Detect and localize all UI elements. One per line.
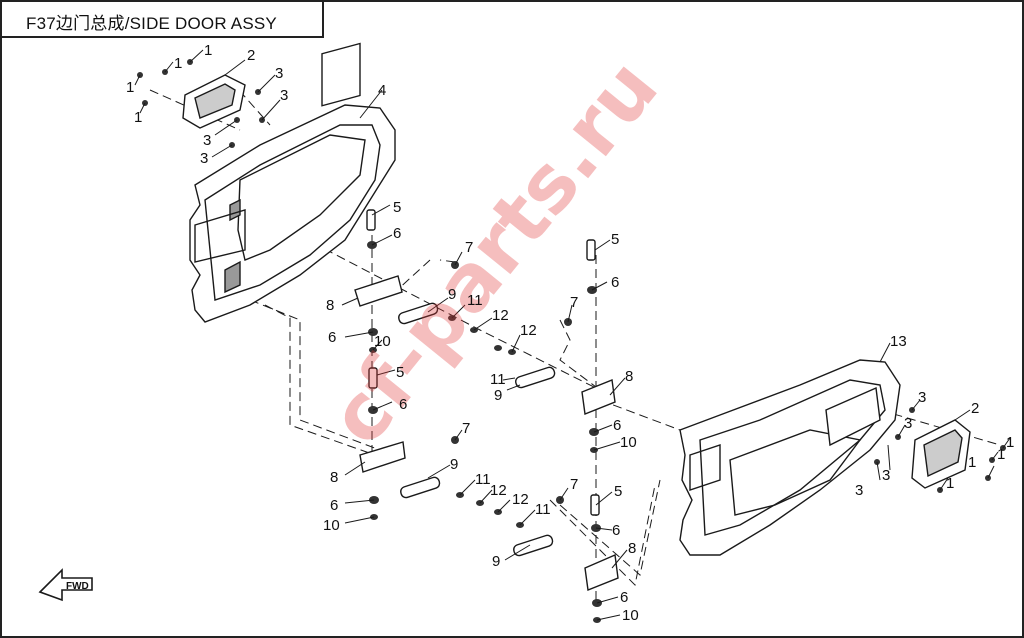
hinge-links: [398, 302, 556, 557]
left-door-handle-opening: [321, 42, 361, 107]
callout-1: 1: [1006, 434, 1014, 451]
callout-8: 8: [326, 297, 334, 314]
callout-6: 6: [613, 417, 621, 434]
callout-9: 9: [494, 387, 502, 404]
callout-5: 5: [396, 364, 404, 381]
callout-13: 13: [890, 333, 907, 350]
bolts: [366, 209, 600, 516]
callout-12: 12: [492, 307, 509, 324]
callout-3: 3: [882, 467, 890, 484]
callout-1: 1: [997, 446, 1005, 463]
hinge-bracket-upper-left: [354, 275, 403, 307]
callout-6: 6: [611, 274, 619, 291]
callout-5: 5: [614, 483, 622, 500]
leader-lines: [134, 49, 1011, 621]
callout-1: 1: [946, 475, 954, 492]
hinge-bracket-lower-right: [584, 553, 619, 591]
diagram-title: F37边门总成/SIDE DOOR ASSY: [26, 14, 277, 33]
callout-2: 2: [971, 400, 979, 417]
hinge-bracket-upper-right: [581, 379, 616, 415]
callout-6: 6: [393, 225, 401, 242]
callout-6: 6: [328, 329, 336, 346]
callout-4: 4: [378, 82, 386, 99]
callout-3: 3: [203, 132, 211, 149]
callout-5: 5: [611, 231, 619, 248]
callout-7: 7: [462, 420, 470, 437]
callout-10: 10: [323, 517, 340, 534]
callout-11: 11: [535, 501, 551, 518]
callout-1: 1: [968, 454, 976, 471]
callout-3: 3: [904, 415, 912, 432]
hinge-bracket-lower-left: [359, 441, 406, 473]
callout-9: 9: [492, 553, 500, 570]
right-handle-assembly: [911, 419, 971, 489]
callout-8: 8: [625, 368, 633, 385]
callout-3: 3: [855, 482, 863, 499]
callout-1: 1: [126, 79, 134, 96]
callout-10: 10: [374, 333, 391, 350]
callout-3: 3: [918, 389, 926, 406]
callout-6: 6: [612, 522, 620, 539]
callout-11: 11: [467, 292, 483, 309]
callout-2: 2: [247, 47, 255, 64]
callout-12: 12: [512, 491, 529, 508]
left-door-panel: [189, 42, 396, 323]
callout-1: 1: [204, 42, 212, 59]
callout-1: 1: [174, 55, 182, 72]
callout-7: 7: [570, 294, 578, 311]
callout-10: 10: [622, 607, 639, 624]
callout-8: 8: [628, 540, 636, 557]
callout-12: 12: [520, 322, 537, 339]
callout-11: 11: [490, 371, 506, 388]
right-door-handle-opening: [825, 386, 881, 447]
callout-11: 11: [475, 471, 491, 488]
callout-7: 7: [465, 239, 473, 256]
title-box: F37边门总成/SIDE DOOR ASSY: [2, 2, 324, 38]
callout-6: 6: [620, 589, 628, 606]
callout-1: 1: [134, 109, 142, 126]
fwd-arrow-icon: [38, 568, 93, 602]
callout-3: 3: [280, 87, 288, 104]
callout-8: 8: [330, 469, 338, 486]
callout-3: 3: [275, 65, 283, 82]
callout-3: 3: [200, 150, 208, 167]
right-door-panel: [679, 359, 901, 556]
callout-9: 9: [450, 456, 458, 473]
callout-10: 10: [620, 434, 637, 451]
callout-6: 6: [330, 497, 338, 514]
callout-6: 6: [399, 396, 407, 413]
callout-12: 12: [490, 482, 507, 499]
fwd-label: FWD: [66, 581, 89, 592]
callout-9: 9: [448, 286, 456, 303]
callout-7: 7: [570, 476, 578, 493]
callout-5: 5: [393, 199, 401, 216]
